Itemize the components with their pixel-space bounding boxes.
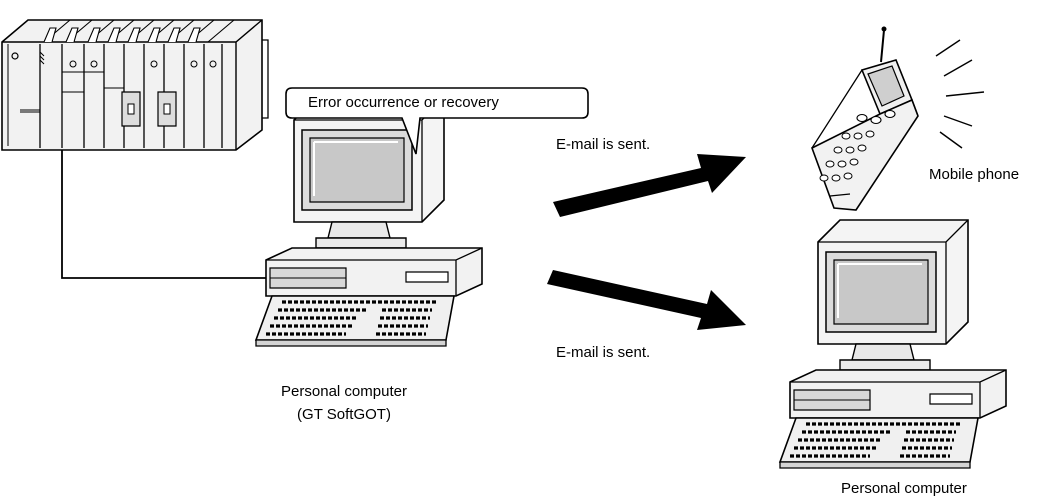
source-pc-label-line2: (GT SoftGOT) [297, 406, 391, 423]
plc-icon [1, 19, 269, 151]
send-arrow-icon [547, 270, 746, 330]
connection-cable [61, 150, 300, 279]
email-sent-label-lower: E-mail is sent. [556, 344, 651, 361]
callout-bubble [285, 87, 589, 155]
source-pc-label: Personal computer (GT SoftGOT) [246, 383, 442, 424]
mobile-phone-icon [811, 26, 919, 211]
callout-text: Error occurrence or recovery [308, 94, 499, 111]
send-arrow-icon [553, 154, 746, 217]
personal-computer-icon [254, 96, 484, 348]
personal-computer-icon [778, 218, 1008, 470]
email-sent-label-upper: E-mail is sent. [556, 136, 651, 153]
mobile-phone-label: Mobile phone [929, 166, 1020, 183]
ring-signal-icon [935, 39, 985, 149]
source-pc-label-line1: Personal computer [281, 383, 407, 400]
dest-pc-label: Personal computer [841, 480, 967, 497]
